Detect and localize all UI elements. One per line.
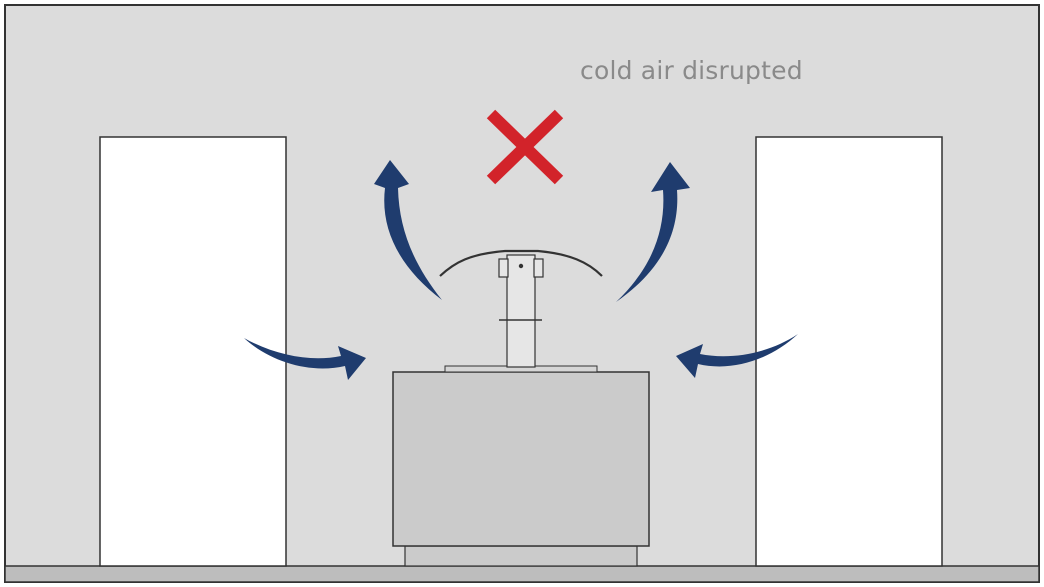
- canopy-column: [506, 254, 536, 368]
- canopy: [439, 249, 603, 277]
- caption-cold-air-disrupted: cold air disrupted: [580, 56, 803, 85]
- column-head-right: [533, 258, 544, 278]
- column-head-left: [498, 258, 509, 278]
- x-mark-icon: [486, 109, 564, 185]
- curved-arrow-icon-in-left: [244, 338, 366, 380]
- curved-arrow-icon-in-right: [676, 334, 798, 378]
- right-door: [755, 136, 943, 567]
- cabinet-plinth: [404, 545, 638, 567]
- floor: [4, 565, 1040, 583]
- display-cabinet: [392, 371, 650, 547]
- curved-arrow-icon-up-left: [374, 160, 442, 300]
- curved-arrow-icon-up-right: [616, 162, 690, 302]
- column-screw: [518, 263, 524, 269]
- left-door: [99, 136, 287, 567]
